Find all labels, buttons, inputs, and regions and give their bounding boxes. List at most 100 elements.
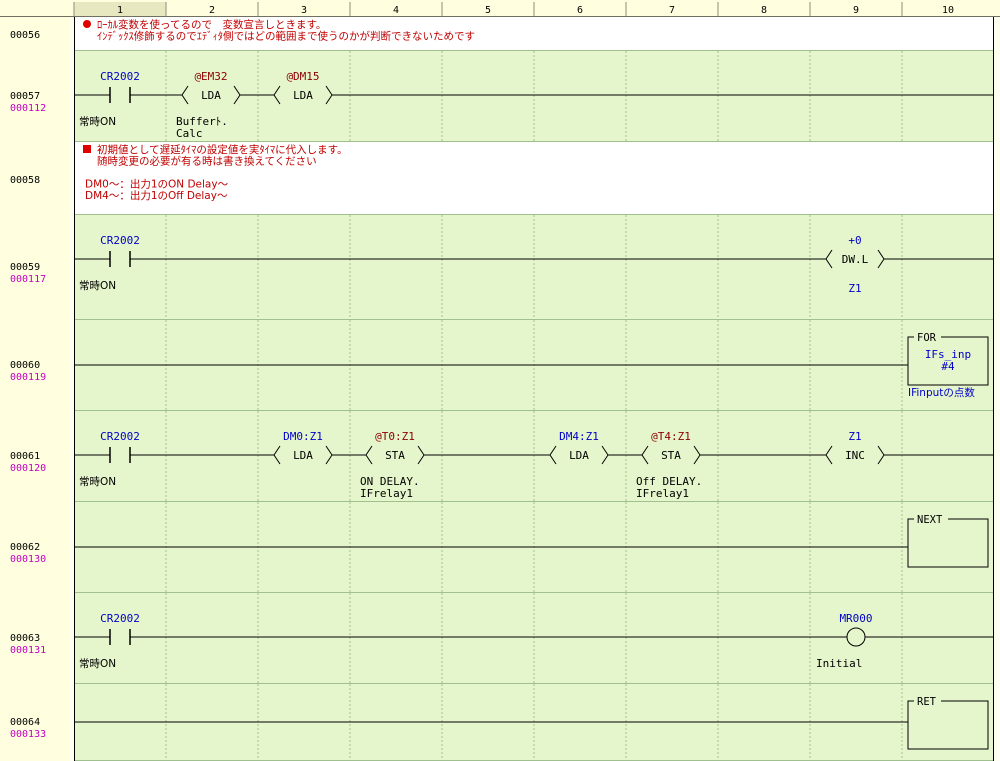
instruction-open-bracket[interactable] (825, 249, 833, 269)
contact-device: CR2002 (100, 234, 140, 247)
function-box[interactable] (907, 700, 989, 750)
instruction-device: DM0:Z1 (283, 430, 323, 443)
instruction-device: @T4:Z1 (651, 430, 691, 443)
instruction-open-bracket[interactable] (365, 445, 373, 465)
instruction-dest: Z1 (848, 282, 861, 295)
instruction-open-bracket[interactable] (273, 445, 281, 465)
instruction-opcode: STA (661, 449, 681, 462)
step-number: 000117 (10, 274, 46, 285)
line-number: 00064 (10, 717, 40, 728)
row-background (74, 142, 994, 215)
instruction-opcode: STA (385, 449, 405, 462)
contact-comment: 常時ON (79, 279, 116, 292)
step-number: 000120 (10, 463, 46, 474)
step-number: 000119 (10, 372, 46, 383)
ladder-row-00058[interactable]: 00058 初期値として遅延ﾀｲﾏの設定値を実ﾀｲﾏに代入します。随時変更の必要が… (10, 142, 994, 215)
column-header-10: 10 (942, 5, 954, 16)
instruction-device: @EM32 (194, 70, 227, 83)
comment-text: 初期値として遅延ﾀｲﾏの設定値を実ﾀｲﾏに代入します。 (97, 143, 348, 156)
instruction-opcode: LDA (293, 89, 313, 102)
column-header-3: 3 (301, 5, 307, 16)
box-title-bg (914, 695, 941, 707)
line-number: 00063 (10, 633, 40, 644)
step-number: 000130 (10, 554, 46, 565)
instruction-open-bracket[interactable] (273, 85, 281, 105)
contact-device: CR2002 (100, 612, 140, 625)
column-header-2: 2 (209, 5, 215, 16)
step-number: 000133 (10, 729, 46, 740)
row-background (74, 17, 994, 51)
comment-bullet-square-icon (83, 145, 91, 153)
coil-device: MR000 (839, 612, 872, 625)
coil-comment: Initial (816, 657, 862, 670)
line-number: 00059 (10, 262, 40, 273)
box-operand: #4 (941, 360, 955, 373)
instruction-open-bracket[interactable] (641, 445, 649, 465)
box-title: NEXT (917, 514, 943, 526)
instruction-opcode: LDA (569, 449, 589, 462)
column-header-4: 4 (393, 5, 399, 16)
instruction-device: @T0:Z1 (375, 430, 415, 443)
contact-comment: 常時ON (79, 475, 116, 488)
instruction-opcode: INC (845, 449, 865, 462)
header-bar (0, 0, 1000, 17)
box-operand: IFs_inp (925, 348, 971, 361)
comment-text: ﾛｰｶﾙ変数を使ってるので 変数宣言しときます。 (97, 18, 326, 31)
contact-device: CR2002 (100, 70, 140, 83)
box-title-bg (914, 331, 941, 343)
instruction-comment: Bufferﾄ. (176, 115, 228, 128)
instruction-opcode: LDA (293, 449, 313, 462)
box-title: FOR (917, 332, 937, 344)
instruction-device: @DM15 (286, 70, 319, 83)
ladder-program: 00056 ﾛｰｶﾙ変数を使ってるので 変数宣言しときます。ｲﾝﾃﾞｯｸｽ修飾する… (0, 17, 994, 761)
instruction-comment: Calc (176, 127, 203, 140)
line-number: 00060 (10, 360, 40, 371)
instruction-opcode: DW.L (842, 253, 869, 266)
ladder-row-00056[interactable]: 00056 ﾛｰｶﾙ変数を使ってるので 変数宣言しときます。ｲﾝﾃﾞｯｸｽ修飾する… (10, 17, 994, 51)
instruction-open-bracket[interactable] (181, 85, 189, 105)
line-number: 00061 (10, 451, 40, 462)
column-header-9: 9 (853, 5, 859, 16)
instruction-comment: Off DELAY. (636, 475, 702, 488)
instruction-opcode: LDA (201, 89, 221, 102)
instruction-open-bracket[interactable] (549, 445, 557, 465)
comment-text: DM0～：出力1のON Delay～ (85, 178, 229, 191)
column-header-7: 7 (669, 5, 675, 16)
instruction-comment: ON DELAY. (360, 475, 420, 488)
instruction-comment: IFrelay1 (636, 487, 689, 500)
instruction-device: Z1 (848, 430, 861, 443)
line-number: 00058 (10, 175, 40, 186)
column-header-8: 8 (761, 5, 767, 16)
comment-text: DM4～：出力1のOff Delay～ (85, 189, 228, 202)
instruction-device: DM4:Z1 (559, 430, 599, 443)
box-title: RET (917, 696, 937, 708)
contact-comment: 常時ON (79, 115, 116, 128)
line-number: 00057 (10, 91, 40, 102)
contact-device: CR2002 (100, 430, 140, 443)
comment-text: ｲﾝﾃﾞｯｸｽ修飾するのでｴﾃﾞｨﾀ側ではどの範囲まで使うのかが判断できないため… (97, 30, 475, 43)
contact-comment: 常時ON (79, 657, 116, 670)
instruction-open-bracket[interactable] (825, 445, 833, 465)
box-title-bg (914, 513, 948, 525)
column-header-5: 5 (485, 5, 491, 16)
comment-bullet-circle-icon (83, 20, 91, 28)
column-header-6: 6 (577, 5, 583, 16)
box-comment: IFinputの点数 (908, 386, 975, 399)
instruction-comment: IFrelay1 (360, 487, 413, 500)
comment-text: 随時変更の必要が有る時は書き換えてください (97, 155, 317, 168)
step-number: 000131 (10, 645, 46, 656)
selected-column-highlight (74, 2, 166, 16)
function-box[interactable] (907, 336, 989, 386)
step-number: 000112 (10, 103, 46, 114)
line-number-gutter (0, 17, 70, 761)
line-number: 00056 (10, 30, 40, 41)
